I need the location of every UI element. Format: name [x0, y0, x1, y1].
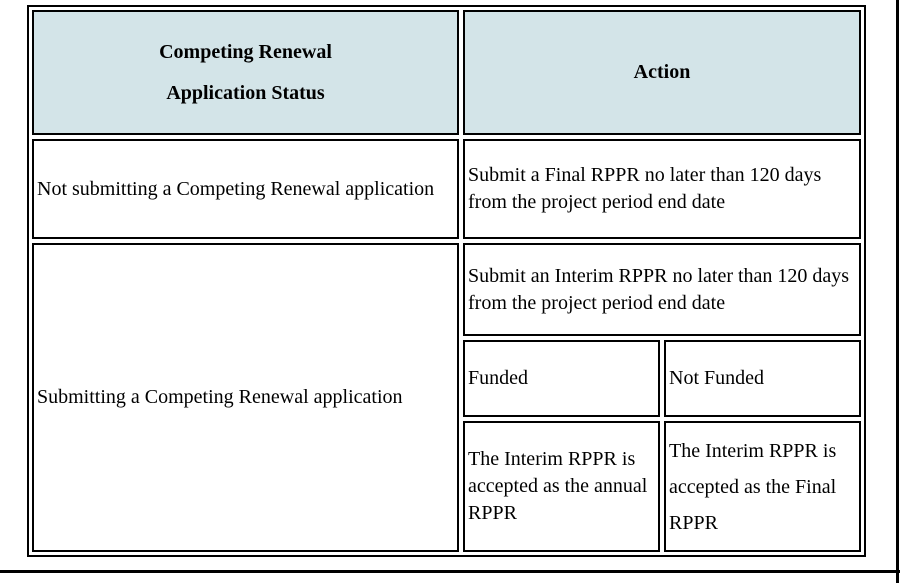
not-funded-outcome-text: The Interim RPPR is accepted as the Fina…	[669, 439, 837, 534]
action-final-rppr-text: Submit a Final RPPR no later than 120 da…	[468, 164, 822, 213]
header-status-line2: Application Status	[166, 81, 325, 104]
cell-action-interim-rppr: Submit an Interim RPPR no later than 120…	[463, 243, 861, 336]
cell-funded-outcome: The Interim RPPR is accepted as the annu…	[463, 421, 660, 552]
header-status-cell: Competing Renewal Application Status	[32, 10, 459, 135]
bottom-horizontal-rule	[0, 570, 900, 573]
cell-status-not-submitting: Not submitting a Competing Renewal appli…	[32, 139, 459, 239]
cell-funded-label: Funded	[463, 340, 660, 417]
funding-labels-row: Funded Not Funded	[463, 340, 861, 417]
rppr-requirements-table: Competing Renewal Application Status Act…	[27, 5, 866, 557]
cell-not-funded-label: Not Funded	[664, 340, 861, 417]
cell-status-submitting: Submitting a Competing Renewal applicati…	[32, 243, 459, 552]
submitting-action-group: Submit an Interim RPPR no later than 120…	[463, 243, 861, 552]
status-submitting-text: Submitting a Competing Renewal applicati…	[37, 386, 403, 408]
funding-outcomes-row: The Interim RPPR is accepted as the annu…	[463, 421, 861, 552]
header-action-label: Action	[633, 61, 691, 83]
status-not-submitting-text: Not submitting a Competing Renewal appli…	[37, 177, 435, 200]
header-status-line1: Competing Renewal	[159, 40, 332, 63]
header-action-cell: Action	[463, 10, 861, 135]
not-funded-label-text: Not Funded	[669, 367, 764, 389]
action-interim-rppr-text: Submit an Interim RPPR no later than 120…	[468, 264, 850, 314]
funded-label-text: Funded	[468, 367, 528, 389]
right-vertical-rule	[896, 0, 899, 583]
cell-action-final-rppr: Submit a Final RPPR no later than 120 da…	[463, 139, 861, 239]
cell-not-funded-outcome: The Interim RPPR is accepted as the Fina…	[664, 421, 861, 552]
funded-outcome-text: The Interim RPPR is accepted as the annu…	[468, 448, 648, 524]
